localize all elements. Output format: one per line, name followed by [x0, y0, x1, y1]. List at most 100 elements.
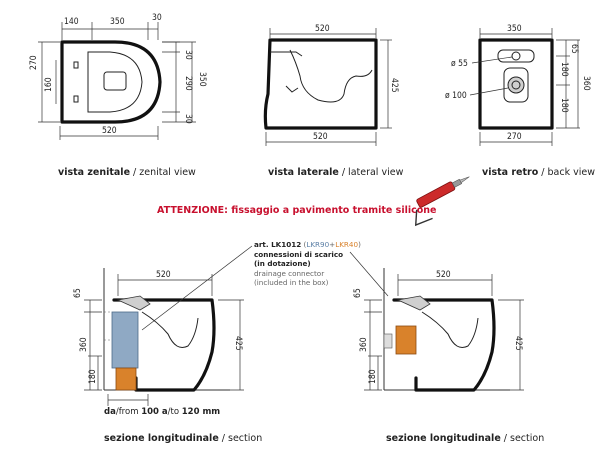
- note-line-3: (in dotazione): [254, 259, 311, 268]
- zenital-dim-160: 160: [44, 77, 54, 92]
- silicone-tube-icon: [414, 176, 470, 227]
- lateral-dim-520-top: 520: [315, 24, 330, 34]
- zenital-caption-it: vista zenitale: [58, 167, 130, 178]
- note-paren-open: (: [301, 240, 306, 249]
- section2-dim-65: 65: [353, 288, 363, 298]
- zenital-bowl-outline: [60, 40, 162, 124]
- note-plus: +: [329, 240, 335, 249]
- section2-dim-360: 360: [359, 337, 369, 352]
- back-dim-360: 360: [581, 76, 591, 91]
- section2-caption-it: sezione longitudinale: [386, 433, 501, 444]
- back-inlet-slot: [497, 49, 535, 63]
- drainage-connector-note: art. LK1012 (LKR90+LKR40) connessioni di…: [141, 240, 389, 331]
- lateral-outlet: [270, 51, 303, 93]
- note-lkr40: LKR40: [335, 240, 358, 249]
- range-prefix: da: [104, 407, 116, 417]
- back-dim-270: 270: [507, 132, 522, 142]
- zenital-fixing-hole: [73, 95, 79, 103]
- zenital-dim-350-right: 350: [197, 72, 207, 87]
- back-label-55: ø 55: [451, 59, 468, 69]
- back-dim-180-b: 180: [559, 98, 569, 113]
- note-lkr90: LKR90: [306, 240, 329, 249]
- back-body-outline: [478, 38, 554, 130]
- note-article: art. LK1012: [254, 240, 301, 249]
- section1-dim-65: 65: [73, 288, 83, 298]
- note-leader-line-2: [349, 251, 389, 297]
- section1-dim-360: 360: [79, 337, 89, 352]
- zenital-caption: vista zenitale / zenital view: [58, 167, 196, 178]
- section2-caption-en: / section: [501, 433, 544, 444]
- range-to-value: 120 mm: [182, 407, 221, 417]
- back-outlet-frame: [503, 67, 529, 103]
- zenital-drain-hole: [103, 71, 127, 91]
- zenital-dim-350-top: 350: [110, 17, 125, 27]
- section2-wall-flange: [383, 333, 393, 349]
- zenital-dim-30-a: 30: [183, 50, 193, 60]
- zenital-view: 140 350 30 30 290 30 350 270 160 520 vis…: [29, 13, 207, 178]
- section1-inlet: [116, 295, 151, 311]
- back-inlet-55: [511, 51, 521, 61]
- range-from-label: /from: [116, 407, 141, 417]
- zenital-dim-140: 140: [64, 17, 79, 27]
- back-label-100: ø 100: [445, 91, 467, 101]
- back-outlet-inner: [511, 80, 521, 90]
- lateral-internal-trap: [289, 49, 373, 103]
- silicone-warning: ATTENZIONE: fissaggio a pavimento tramit…: [157, 205, 436, 216]
- section1-range: da/from 100 a/to 120 mm: [104, 407, 220, 417]
- zenital-caption-en: / zenital view: [130, 167, 196, 178]
- section2-caption: sezione longitudinale / section: [386, 433, 544, 444]
- zenital-seat-opening: [87, 51, 143, 113]
- note-line-1: art. LK1012 (LKR90+LKR40): [254, 240, 361, 249]
- back-caption-en: / back view: [538, 167, 595, 178]
- section1-hidden-lines: [104, 311, 112, 341]
- lateral-caption: vista laterale / lateral view: [268, 167, 404, 178]
- range-from-value: 100: [141, 407, 159, 417]
- section1-dim-425: 425: [233, 336, 243, 351]
- section1-body-outline: [112, 298, 216, 392]
- zenital-dim-270: 270: [29, 55, 39, 70]
- section2-dim-425: 425: [513, 336, 523, 351]
- section2-inlet: [396, 295, 431, 311]
- lateral-caption-en: / lateral view: [339, 167, 404, 178]
- lateral-body-outline: [263, 38, 378, 130]
- section1-dim-180: 180: [88, 369, 98, 384]
- section1-trap: [141, 311, 199, 348]
- zenital-fixing-hole: [73, 61, 79, 69]
- note-leader-line-1: [141, 245, 253, 331]
- note-line-2: connessioni di scarico: [254, 250, 343, 259]
- section-view-2: 520 65 360 180 425 sezione longitudinale…: [353, 268, 544, 444]
- zenital-dim-520: 520: [102, 126, 117, 136]
- note-line-4: drainage connector: [254, 269, 324, 278]
- section2-dim-520: 520: [436, 270, 451, 280]
- section1-caption: sezione longitudinale / section: [104, 433, 262, 444]
- section-view-1: 520 65 360 180 425 da/from 100 a/to 120 …: [73, 268, 262, 444]
- lateral-dim-425: 425: [389, 78, 399, 93]
- back-caption: vista retro / back view: [482, 167, 595, 178]
- back-outlet-100: [507, 76, 525, 94]
- section1-caption-it: sezione longitudinale: [104, 433, 219, 444]
- note-line-5: (included in the box): [254, 278, 329, 287]
- zenital-dim-290: 290: [183, 76, 193, 91]
- section1-caption-en: / section: [219, 433, 262, 444]
- back-dim-350: 350: [507, 24, 522, 34]
- section1-dim-520: 520: [156, 270, 171, 280]
- back-dim-65: 65: [569, 44, 579, 54]
- lateral-dim-520-bottom: 520: [313, 132, 328, 142]
- lateral-view: 520 425 520 vista laterale / lateral vie…: [263, 24, 404, 178]
- back-view: 350 65 180 360 180 ø 55 ø 100 270 vista …: [445, 24, 595, 178]
- back-dim-180-a: 180: [559, 62, 569, 77]
- range-mid: a: [159, 407, 168, 417]
- section1-orange-connector: [115, 367, 137, 391]
- section1-blue-pipe: [111, 311, 139, 369]
- zenital-dim-30-top: 30: [152, 13, 162, 23]
- section2-dim-180: 180: [368, 369, 378, 384]
- back-caption-it: vista retro: [482, 167, 539, 178]
- range-to-label: /to: [168, 407, 182, 417]
- note-paren-close: ): [358, 240, 361, 249]
- lateral-caption-it: vista laterale: [268, 167, 339, 178]
- section2-orange-connector: [395, 325, 417, 355]
- section2-body-outline: [392, 298, 496, 392]
- zenital-dim-30-b: 30: [183, 114, 193, 124]
- section2-trap: [421, 311, 479, 348]
